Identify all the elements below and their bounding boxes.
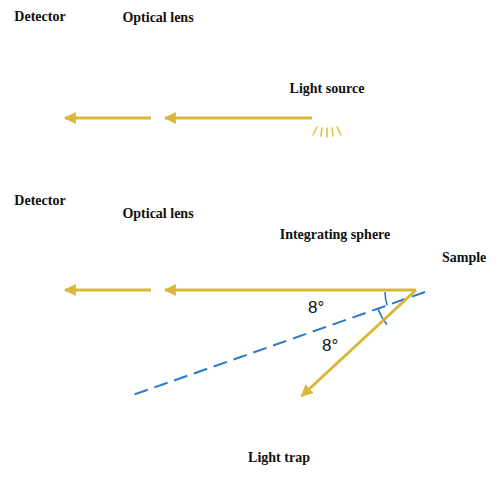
light-path-arrow bbox=[65, 117, 151, 120]
detector-box-outline bbox=[15, 28, 65, 166]
lens-shape bbox=[151, 76, 165, 160]
node-label: Detector bbox=[14, 193, 65, 209]
detector-pin bbox=[19, 241, 22, 244]
source-housing bbox=[313, 104, 342, 123]
detector-housing bbox=[16, 213, 65, 336]
detector-pin bbox=[59, 131, 62, 134]
node-label: Light trap bbox=[248, 450, 310, 466]
detector-pin bbox=[59, 107, 62, 110]
normal-line bbox=[130, 292, 425, 396]
optical-lens: Optical lens bbox=[151, 228, 165, 324]
light-source: Light source bbox=[312, 103, 342, 123]
detector-pin bbox=[59, 325, 62, 328]
light-path-arrow bbox=[165, 289, 416, 292]
node-label: Optical lens bbox=[122, 206, 193, 222]
detector-pin bbox=[19, 283, 22, 286]
detector-pin bbox=[59, 304, 62, 307]
detector-pin bbox=[19, 37, 22, 40]
light-path-arrow bbox=[302, 290, 416, 396]
light-source-outline bbox=[312, 103, 342, 123]
detector-pin bbox=[59, 37, 62, 40]
detector-pin bbox=[59, 241, 62, 244]
sample-plate-shape bbox=[419, 195, 439, 372]
source-slot bbox=[321, 110, 333, 116]
detector-pin bbox=[19, 107, 22, 110]
integrating-sphere-outline bbox=[240, 195, 430, 385]
trap-shape bbox=[256, 399, 298, 439]
detector-panel bbox=[27, 36, 53, 158]
detector-pin bbox=[59, 262, 62, 265]
sample-plate: Sample bbox=[416, 195, 440, 372]
detector-pin bbox=[19, 262, 22, 265]
detector-pin bbox=[59, 155, 62, 158]
angle-label: 8° bbox=[322, 336, 338, 356]
light-path-arrow bbox=[65, 289, 151, 292]
detector-pin bbox=[19, 60, 22, 63]
integrating-sphere: Integrating sphere bbox=[240, 195, 430, 385]
detector-pin bbox=[19, 325, 22, 328]
detector-pin bbox=[59, 283, 62, 286]
sample-plate-outline bbox=[416, 195, 440, 372]
detector-pin bbox=[19, 131, 22, 134]
node-label: Sample bbox=[442, 250, 486, 266]
node-label: Detector bbox=[14, 9, 65, 25]
detector-panel bbox=[27, 220, 53, 328]
angle-arc bbox=[385, 292, 387, 305]
detector-pin bbox=[19, 304, 22, 307]
detector-pin bbox=[19, 221, 22, 224]
optical-lens-outline bbox=[151, 228, 165, 324]
node-label: Integrating sphere bbox=[280, 227, 391, 243]
detector-pin bbox=[19, 155, 22, 158]
detector-pin bbox=[59, 221, 62, 224]
detector-box: Detector bbox=[15, 28, 65, 166]
detector-pin bbox=[59, 84, 62, 87]
detector-box: Detector bbox=[15, 212, 65, 336]
sphere-shape bbox=[241, 196, 430, 385]
detector-housing bbox=[16, 29, 65, 166]
light-rays bbox=[313, 127, 341, 137]
optical-lens: Optical lens bbox=[151, 76, 165, 160]
angle-label: 8° bbox=[308, 298, 324, 318]
node-label: Light source bbox=[290, 81, 365, 97]
light-trap: Light trap bbox=[256, 396, 302, 438]
light-path-arrow bbox=[165, 117, 312, 120]
node-label: Optical lens bbox=[122, 10, 193, 26]
light-trap-outline bbox=[256, 396, 302, 438]
detector-pin bbox=[19, 84, 22, 87]
lens-shape bbox=[151, 228, 165, 324]
detector-box-outline bbox=[15, 212, 65, 336]
detector-pin bbox=[59, 60, 62, 63]
optical-lens-outline bbox=[151, 76, 165, 160]
